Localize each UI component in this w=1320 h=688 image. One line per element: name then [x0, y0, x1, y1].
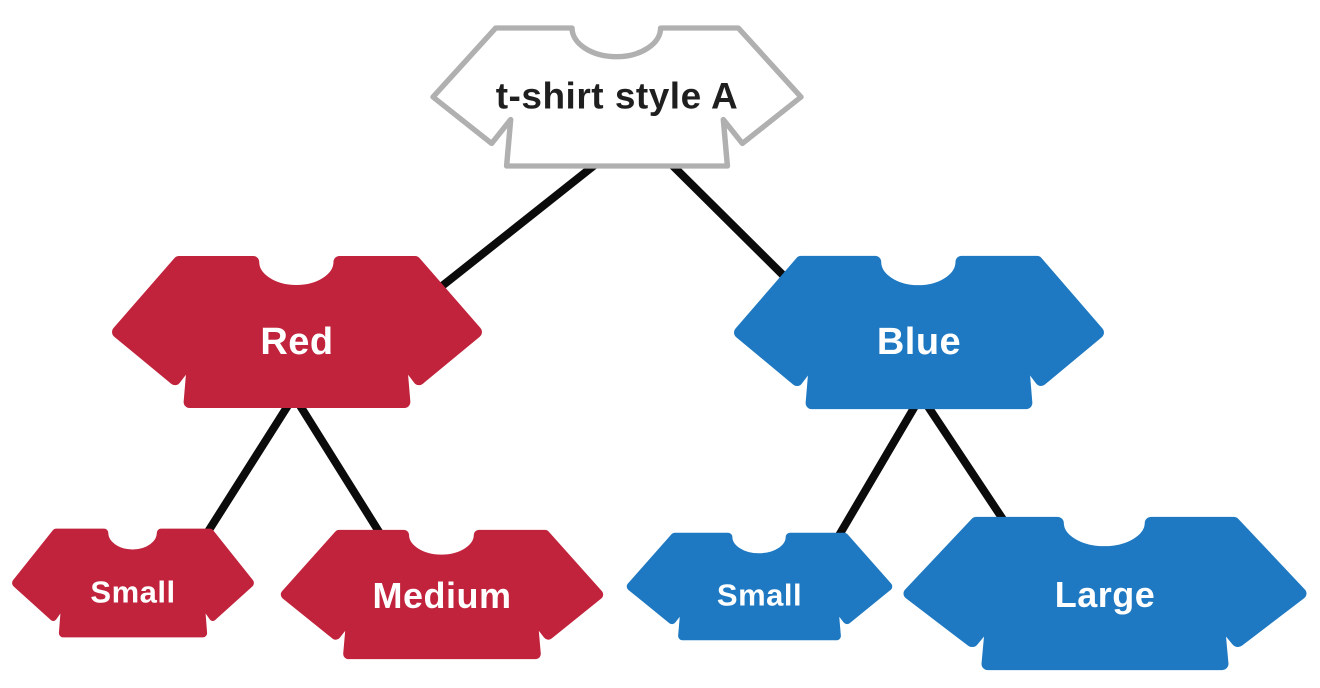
tshirt-shape-blue	[734, 255, 1104, 410]
edge-blue-small	[827, 392, 925, 553]
tshirt-shape-blue	[903, 516, 1307, 671]
node-blue: Blue	[734, 255, 1104, 410]
tshirt-fill-path	[903, 516, 1307, 671]
node-label-blue-large: Large	[1054, 573, 1156, 615]
node-blue-large: Large	[903, 516, 1307, 671]
node-label-blue: Blue	[876, 321, 962, 364]
edge-red-medium	[290, 392, 395, 555]
tshirt-shape-red	[12, 528, 254, 638]
tshirt-shape-white	[430, 25, 804, 169]
tshirt-shape-red	[112, 255, 482, 409]
node-red: Red	[112, 255, 482, 409]
node-label-red-medium: Medium	[372, 574, 512, 616]
edge-root-red	[433, 156, 605, 294]
node-label-root: t-shirt style A	[495, 75, 739, 117]
edge-blue-large	[917, 392, 1018, 540]
node-red-medium: Medium	[280, 529, 604, 660]
tshirt-shape-red	[280, 529, 604, 660]
node-label-red: Red	[260, 320, 334, 363]
tshirt-fill-path	[12, 528, 254, 638]
tshirt-fill-path	[626, 532, 893, 641]
tshirt-fill-path	[112, 255, 482, 409]
node-red-small: Small	[12, 528, 254, 638]
tshirt-outline-path	[430, 25, 804, 169]
node-tshirt-style-a: t-shirt style A	[430, 25, 804, 169]
tshirt-shape-blue	[626, 532, 893, 641]
edge-root-blue	[663, 156, 802, 294]
tshirt-fill-path	[280, 529, 604, 660]
edge-red-small	[193, 392, 298, 553]
node-label-blue-small: Small	[716, 577, 803, 613]
node-label-red-small: Small	[90, 574, 176, 610]
node-blue-small: Small	[626, 532, 893, 641]
tshirt-fill-path	[734, 255, 1104, 410]
